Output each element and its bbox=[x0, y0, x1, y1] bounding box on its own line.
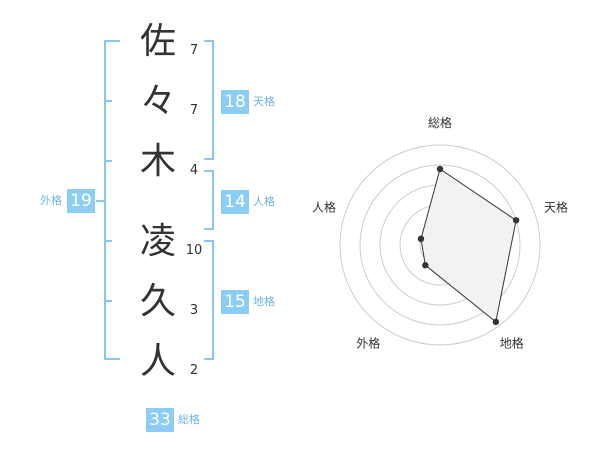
gaikaku-value: 19 bbox=[67, 189, 95, 213]
gaikaku-badge: 外格 19 bbox=[40, 189, 95, 213]
radar-point-3 bbox=[492, 318, 500, 326]
gaikaku-label: 外格 bbox=[40, 194, 62, 207]
gaikaku-bracket-tick-1 bbox=[104, 100, 112, 102]
chikaku-badge: 15 地格 bbox=[221, 290, 275, 314]
radar-axis-label-3: 地格 bbox=[500, 336, 524, 351]
radar-point-1 bbox=[436, 165, 444, 173]
tenkaku-value: 18 bbox=[221, 90, 249, 114]
stroke-count-1: 7 bbox=[189, 43, 199, 58]
name-char-6: 人 bbox=[139, 341, 176, 382]
gaikaku-bracket-vertical bbox=[104, 40, 106, 360]
jinkaku-value: 14 bbox=[221, 190, 249, 214]
gaikaku-bracket-bottom bbox=[104, 358, 120, 360]
chikaku-bracket-vertical bbox=[212, 240, 214, 360]
tenkaku-bracket-top bbox=[204, 40, 214, 42]
radar-axis-label-1: 総格 bbox=[428, 115, 452, 130]
gaikaku-bracket-tick-2 bbox=[104, 160, 112, 162]
tenkaku-badge: 18 天格 bbox=[221, 90, 275, 114]
chikaku-bracket-bottom bbox=[204, 358, 214, 360]
jinkaku-badge: 14 人格 bbox=[221, 190, 275, 214]
chikaku-value: 15 bbox=[221, 290, 249, 314]
radar-ring-5 bbox=[339, 144, 541, 346]
soukaku-badge: 33 総格 bbox=[146, 408, 200, 432]
stroke-count-3: 4 bbox=[189, 163, 199, 178]
gaikaku-bracket-tick-3 bbox=[104, 240, 112, 242]
name-char-1: 佐 bbox=[139, 21, 176, 62]
radar-polygon bbox=[420, 168, 517, 323]
name-char-4: 凌 bbox=[139, 221, 176, 262]
stroke-count-6: 2 bbox=[189, 363, 199, 378]
tenkaku-label: 天格 bbox=[253, 95, 275, 108]
tenkaku-bracket-vertical bbox=[212, 40, 214, 160]
tenkaku-bracket-bottom bbox=[204, 158, 214, 160]
jinkaku-bracket-vertical bbox=[212, 170, 214, 230]
gaikaku-bracket-top bbox=[104, 40, 120, 42]
gaikaku-bracket-tick-4 bbox=[104, 300, 112, 302]
radar-axis-label-2: 天格 bbox=[544, 199, 568, 214]
gaikaku-bracket-connector bbox=[96, 200, 104, 202]
stroke-count-5: 3 bbox=[189, 303, 199, 318]
chikaku-label: 地格 bbox=[253, 295, 275, 308]
radar-axis-label-5: 人格 bbox=[312, 199, 336, 214]
jinkaku-bracket-bottom bbox=[204, 228, 214, 230]
chikaku-bracket-top bbox=[204, 240, 214, 242]
radar-point-5 bbox=[417, 235, 425, 243]
soukaku-value: 33 bbox=[146, 408, 174, 432]
radar-axis-label-4: 外格 bbox=[356, 336, 380, 351]
radar-points bbox=[417, 165, 520, 326]
jinkaku-bracket-top bbox=[204, 170, 214, 172]
name-char-2: 々 bbox=[139, 81, 176, 122]
soukaku-label: 総格 bbox=[178, 413, 200, 426]
stroke-count-2: 7 bbox=[189, 103, 199, 118]
name-char-5: 久 bbox=[139, 281, 176, 322]
radar-point-2 bbox=[512, 217, 520, 224]
name-char-3: 木 bbox=[139, 141, 176, 182]
jinkaku-label: 人格 bbox=[253, 195, 275, 208]
radar-point-4 bbox=[422, 262, 429, 269]
radar-ring-4 bbox=[359, 164, 521, 326]
stroke-count-4: 10 bbox=[185, 243, 203, 258]
